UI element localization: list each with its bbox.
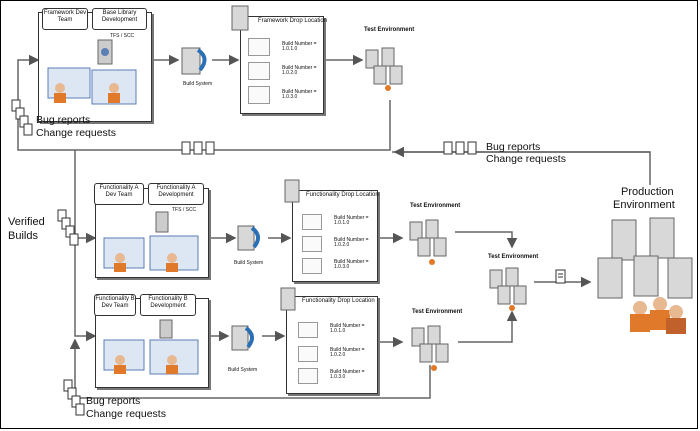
- framework-build-3: Build Number = 1.0.3.0: [282, 89, 317, 101]
- func-a-build-1: Build Number = 1.0.1.0: [334, 215, 369, 227]
- func-b-build-3: Build Number = 1.0.3.0: [330, 369, 365, 381]
- func-b-build-2-icon: [298, 346, 318, 362]
- integration-test-env-label: Test Environment: [488, 254, 539, 260]
- framework-build-3-icon: [248, 86, 270, 104]
- func-a-build-3: Build Number = 1.0.3.0: [334, 259, 369, 271]
- func-b-dev-label: Functionality B Development: [148, 296, 188, 309]
- top-change-requests: Change requests: [36, 127, 116, 139]
- func-a-build-3-icon: [302, 258, 322, 274]
- func-b-team-tab: Functionality B Dev Team: [94, 294, 136, 316]
- framework-drop-title: Framework Drop Location: [258, 18, 328, 24]
- bottom-change-requests: Change requests: [86, 408, 166, 420]
- func-b-build-3-icon: [298, 368, 318, 384]
- framework-team-label: Framework Dev Team: [43, 10, 87, 23]
- func-a-build-1-icon: [302, 214, 322, 230]
- framework-tfs-label: TFS / SCC: [110, 33, 135, 39]
- framework-dev-label: Base Library Development: [101, 10, 138, 23]
- bottom-bug-reports: Bug reports: [86, 395, 141, 407]
- arrow-top-feedback: [17, 54, 391, 151]
- mid-change-requests: Change requests: [486, 153, 566, 165]
- framework-build-system-label: Build System: [183, 81, 213, 87]
- framework-dev-tab: Base Library Development: [92, 8, 147, 30]
- arrow-bottom-feedback: [69, 338, 431, 399]
- framework-build-2: Build Number = 1.0.2.0: [282, 65, 317, 77]
- arrow-a-test-to-integration: [455, 231, 518, 249]
- framework-test-env-label: Test Environment: [364, 27, 415, 33]
- func-b-build-system-label: Build System: [228, 367, 258, 373]
- arrow-b-test-to-integration: [458, 310, 518, 343]
- func-b-build-2: Build Number = 1.0.2.0: [330, 347, 365, 359]
- arrow-verified-builds-b: [74, 238, 97, 342]
- func-b-dev-tab: Functionality B Development: [140, 294, 196, 316]
- verified-label: Verified: [8, 216, 45, 228]
- func-a-dev-label: Functionality A Development: [156, 185, 196, 198]
- func-a-drop-title: Functionality Drop Location: [306, 192, 379, 198]
- func-a-test-env-label: Test Environment: [410, 203, 461, 209]
- func-b-build-1: Build Number = 1.0.1.0: [330, 323, 365, 335]
- func-a-tfs-label: TFS / SCC: [172, 207, 197, 213]
- func-b-build-1-icon: [298, 322, 318, 338]
- framework-build-1-icon: [248, 38, 270, 56]
- builds-label: Builds: [8, 230, 38, 242]
- func-a-team-label: Functionality A Dev Team: [99, 185, 139, 198]
- func-a-build-system-label: Build System: [234, 260, 264, 266]
- framework-build-1: Build Number = 1.0.1.0: [282, 41, 317, 53]
- func-a-dev-tab: Functionality A Development: [148, 183, 204, 205]
- func-a-build-2: Build Number = 1.0.2.0: [334, 237, 369, 249]
- func-b-team-label: Functionality B Dev Team: [95, 296, 135, 309]
- framework-build-2-icon: [248, 62, 270, 80]
- func-a-team-tab: Functionality A Dev Team: [94, 183, 144, 205]
- top-bug-reports: Bug reports: [36, 114, 91, 126]
- func-b-test-env-label: Test Environment: [412, 309, 463, 315]
- production-label: Production: [621, 186, 674, 198]
- framework-team-tab: Framework Dev Team: [42, 8, 88, 30]
- environment-label: Environment: [613, 199, 675, 211]
- mid-bug-reports: Bug reports: [486, 141, 541, 153]
- func-a-build-2-icon: [302, 236, 322, 252]
- func-b-drop-title: Functionality Drop Location: [302, 298, 375, 304]
